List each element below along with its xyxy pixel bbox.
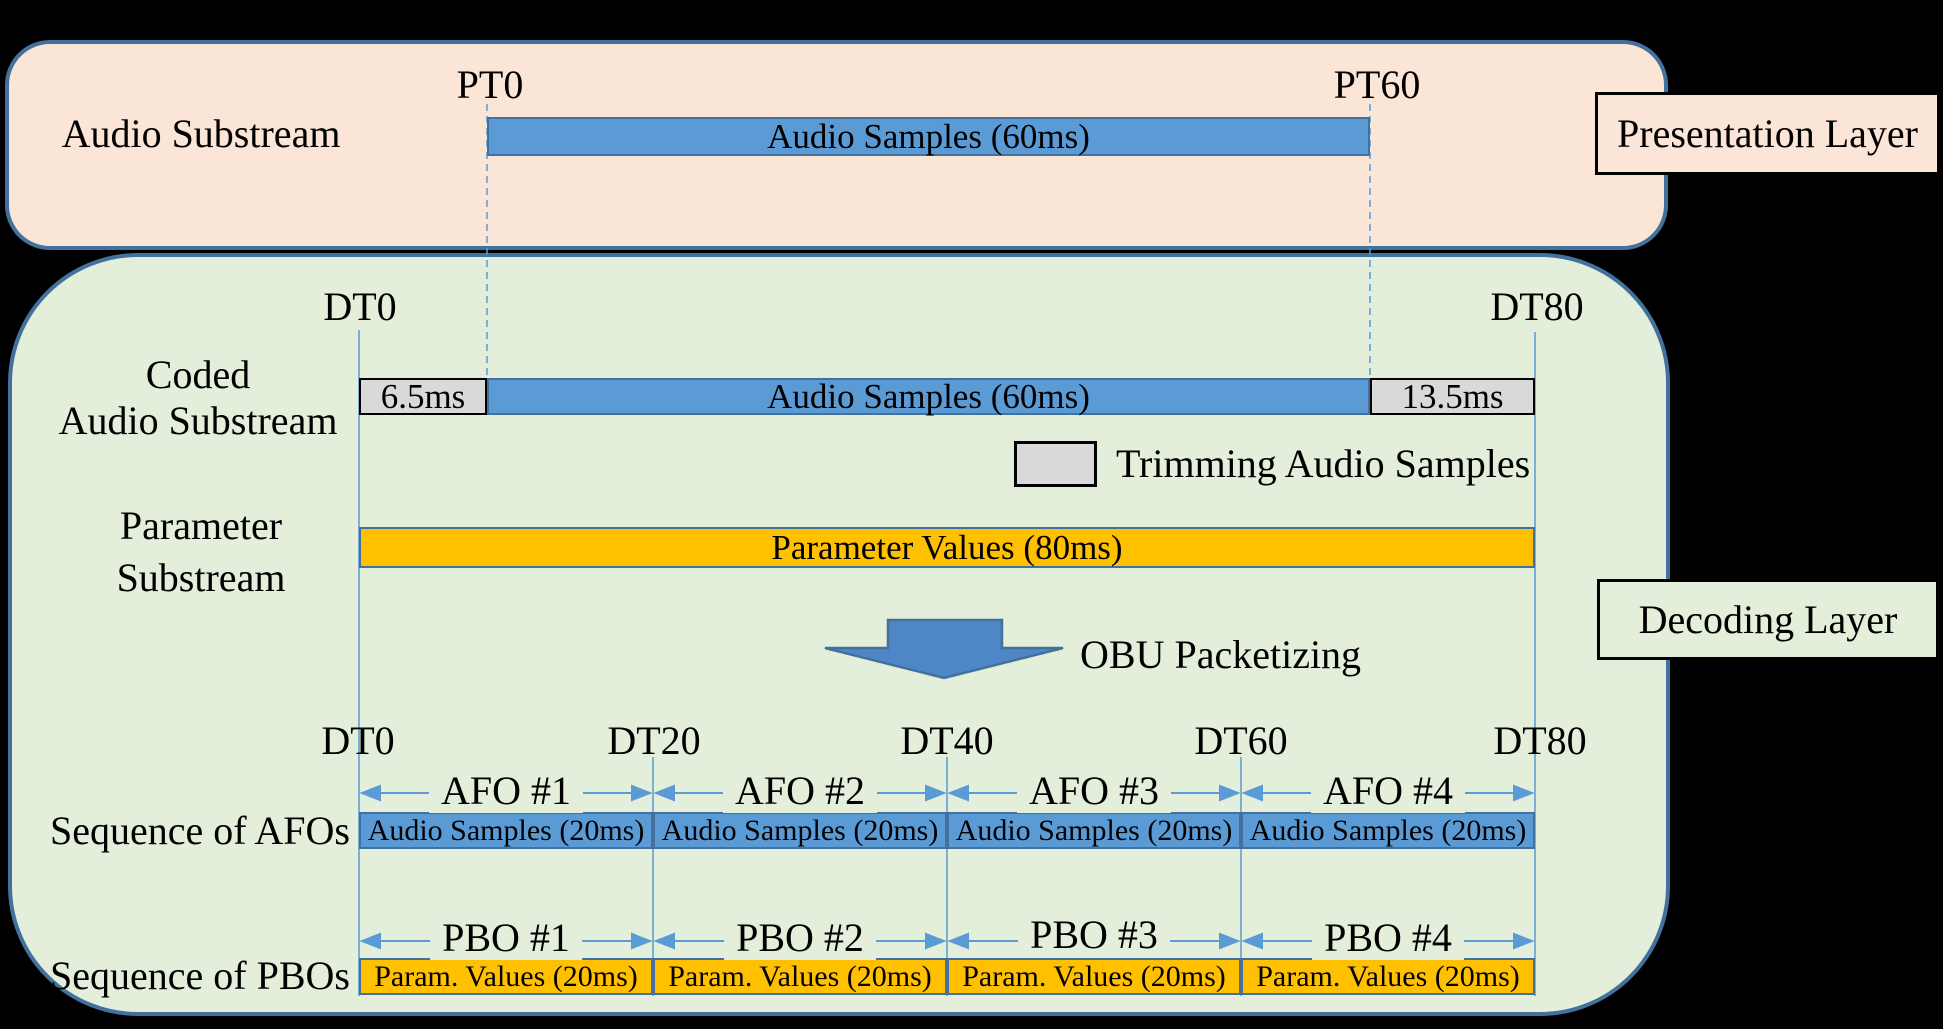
pbo2-bar: Param. Values (20ms) — [653, 958, 947, 995]
dt80-label-top: DT80 — [1490, 284, 1584, 329]
sequence-of-pbos-label: Sequence of PBOs — [50, 953, 350, 998]
presentation-layer-title-box: Presentation Layer — [1595, 92, 1940, 175]
pbo2-span-label: PBO #2 — [724, 916, 876, 960]
afo1-bar: Audio Samples (20ms) — [359, 812, 653, 849]
dt40-label: DT40 — [900, 718, 994, 763]
pbo4-bar: Param. Values (20ms) — [1241, 958, 1535, 995]
trim-lead-box: 6.5ms — [359, 377, 487, 416]
pbo3-bar: Param. Values (20ms) — [947, 958, 1241, 995]
dt0-label-bottom: DT0 — [321, 718, 395, 763]
afo3-bar: Audio Samples (20ms) — [947, 812, 1241, 849]
presentation-audio-bar: Audio Samples (60ms) — [487, 117, 1370, 156]
afo3-span-label: AFO #3 — [1016, 769, 1172, 813]
pbo4-span-label: PBO #4 — [1312, 916, 1464, 960]
trimming-legend-swatch — [1014, 441, 1097, 487]
param-label-line1: Parameter — [119, 503, 283, 548]
arrowhead-right-icon — [1219, 932, 1241, 950]
arrowhead-right-icon — [1513, 932, 1535, 950]
arrowhead-left-icon — [653, 784, 675, 802]
coded-audio-substream-label: Coded Audio Substream — [59, 352, 338, 444]
afo2-span-label: AFO #2 — [722, 769, 878, 813]
afo2-bar: Audio Samples (20ms) — [653, 812, 947, 849]
arrowhead-right-icon — [925, 784, 947, 802]
param-label-line2: Substream — [116, 555, 286, 600]
parameter-values-bar: Parameter Values (80ms) — [359, 527, 1535, 568]
afo4-bar: Audio Samples (20ms) — [1241, 812, 1535, 849]
coded-label-line1: Coded — [145, 352, 251, 397]
arrowhead-left-icon — [1241, 784, 1263, 802]
pbo1-span-label: PBO #1 — [430, 916, 582, 960]
afo4-span-label: AFO #4 — [1310, 769, 1466, 813]
obu-packetizing-arrow-icon — [824, 618, 1064, 680]
arrowhead-left-icon — [359, 784, 381, 802]
dt20-label: DT20 — [607, 718, 701, 763]
arrowhead-left-icon — [947, 932, 969, 950]
arrowhead-right-icon — [631, 784, 653, 802]
coded-label-line2: Audio Substream — [58, 398, 338, 443]
trim-trail-box: 13.5ms — [1370, 377, 1535, 416]
afo1-span-label: AFO #1 — [428, 769, 584, 813]
arrowhead-left-icon — [947, 784, 969, 802]
arrowhead-left-icon — [653, 932, 675, 950]
arrowhead-left-icon — [1241, 932, 1263, 950]
pbo1-bar: Param. Values (20ms) — [359, 958, 653, 995]
sequence-of-afos-label: Sequence of AFOs — [50, 808, 350, 853]
arrowhead-right-icon — [925, 932, 947, 950]
dt0-label-top: DT0 — [323, 284, 397, 329]
pt0-label: PT0 — [456, 62, 524, 107]
arrowhead-left-icon — [359, 932, 381, 950]
pt60-label: PT60 — [1333, 62, 1421, 107]
arrowhead-right-icon — [1219, 784, 1241, 802]
dt60-label: DT60 — [1194, 718, 1288, 763]
arrowhead-right-icon — [631, 932, 653, 950]
arrowhead-right-icon — [1513, 784, 1535, 802]
audio-substream-label: Audio Substream — [61, 111, 341, 156]
obu-packetizing-label: OBU Packetizing — [1080, 632, 1362, 677]
parameter-substream-label: Parameter Substream — [117, 500, 286, 604]
trimming-legend-label: Trimming Audio Samples — [1116, 441, 1531, 486]
pbo3-span-label: PBO #3 — [1018, 913, 1170, 957]
coded-audio-bar: Audio Samples (60ms) — [487, 377, 1370, 416]
decoding-layer-title-box: Decoding Layer — [1597, 579, 1939, 660]
dt80-label-bottom: DT80 — [1493, 718, 1587, 763]
